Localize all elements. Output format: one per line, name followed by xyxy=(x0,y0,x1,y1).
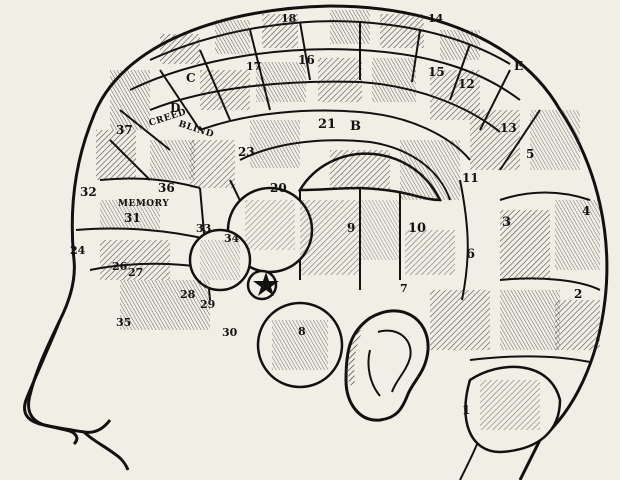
region-num-17: 17 xyxy=(246,60,261,73)
region-num-4: 4 xyxy=(582,204,590,218)
region-num-5: 5 xyxy=(526,147,534,161)
region-num-27: 27 xyxy=(128,266,143,279)
nostril xyxy=(82,430,130,471)
region-num-10: 10 xyxy=(408,221,426,236)
region-letter-e: E xyxy=(514,59,523,73)
region-num-31: 31 xyxy=(124,211,141,225)
region-num-14: 14 xyxy=(428,12,444,25)
region-num-16: 16 xyxy=(298,53,315,67)
nose-profile xyxy=(23,319,112,434)
region-num-36: 36 xyxy=(158,181,175,195)
region-num-2: 2 xyxy=(574,287,582,301)
region-num-6: 6 xyxy=(466,247,475,262)
region-num-21: 21 xyxy=(318,117,336,132)
region-num-33: 33 xyxy=(196,222,211,235)
region-num-35: 35 xyxy=(116,316,131,329)
region-num-28: 28 xyxy=(180,288,196,301)
region-num-11: 11 xyxy=(462,171,479,185)
region-num-18: 18 xyxy=(281,12,297,25)
region-num-37: 37 xyxy=(116,123,133,137)
region-num-23: 23 xyxy=(238,145,255,159)
region-letter-d: D xyxy=(170,101,180,115)
region-letter-b: B xyxy=(350,119,361,134)
region-numbers: 1 2 3 4 5 6 7 8 9 10 11 12 13 14 15 16 1… xyxy=(70,12,590,417)
region-num-32: 32 xyxy=(80,185,97,199)
region-num-30: 30 xyxy=(222,326,238,339)
region-num-20: 20 xyxy=(270,181,287,195)
region-letter-c: C xyxy=(186,71,196,85)
region-num-3: 3 xyxy=(502,215,511,230)
ear-inner xyxy=(367,329,412,397)
region-num-26: 26 xyxy=(112,260,128,273)
ear xyxy=(344,309,430,422)
region-num-7: 7 xyxy=(400,282,408,295)
star-icon xyxy=(253,272,279,296)
vignette-scenes xyxy=(96,10,600,430)
region-num-8: 8 xyxy=(298,325,306,338)
region-num-15: 15 xyxy=(428,65,445,79)
memory-label: MEMORY xyxy=(118,199,169,209)
region-num-13: 13 xyxy=(500,121,517,135)
region-num-9: 9 xyxy=(347,221,355,235)
region-num-24: 24 xyxy=(70,244,86,257)
region-num-34: 34 xyxy=(224,232,240,245)
region-num-1: 1 xyxy=(462,403,470,417)
region-num-29: 29 xyxy=(200,298,215,311)
region-num-12: 12 xyxy=(458,77,475,91)
